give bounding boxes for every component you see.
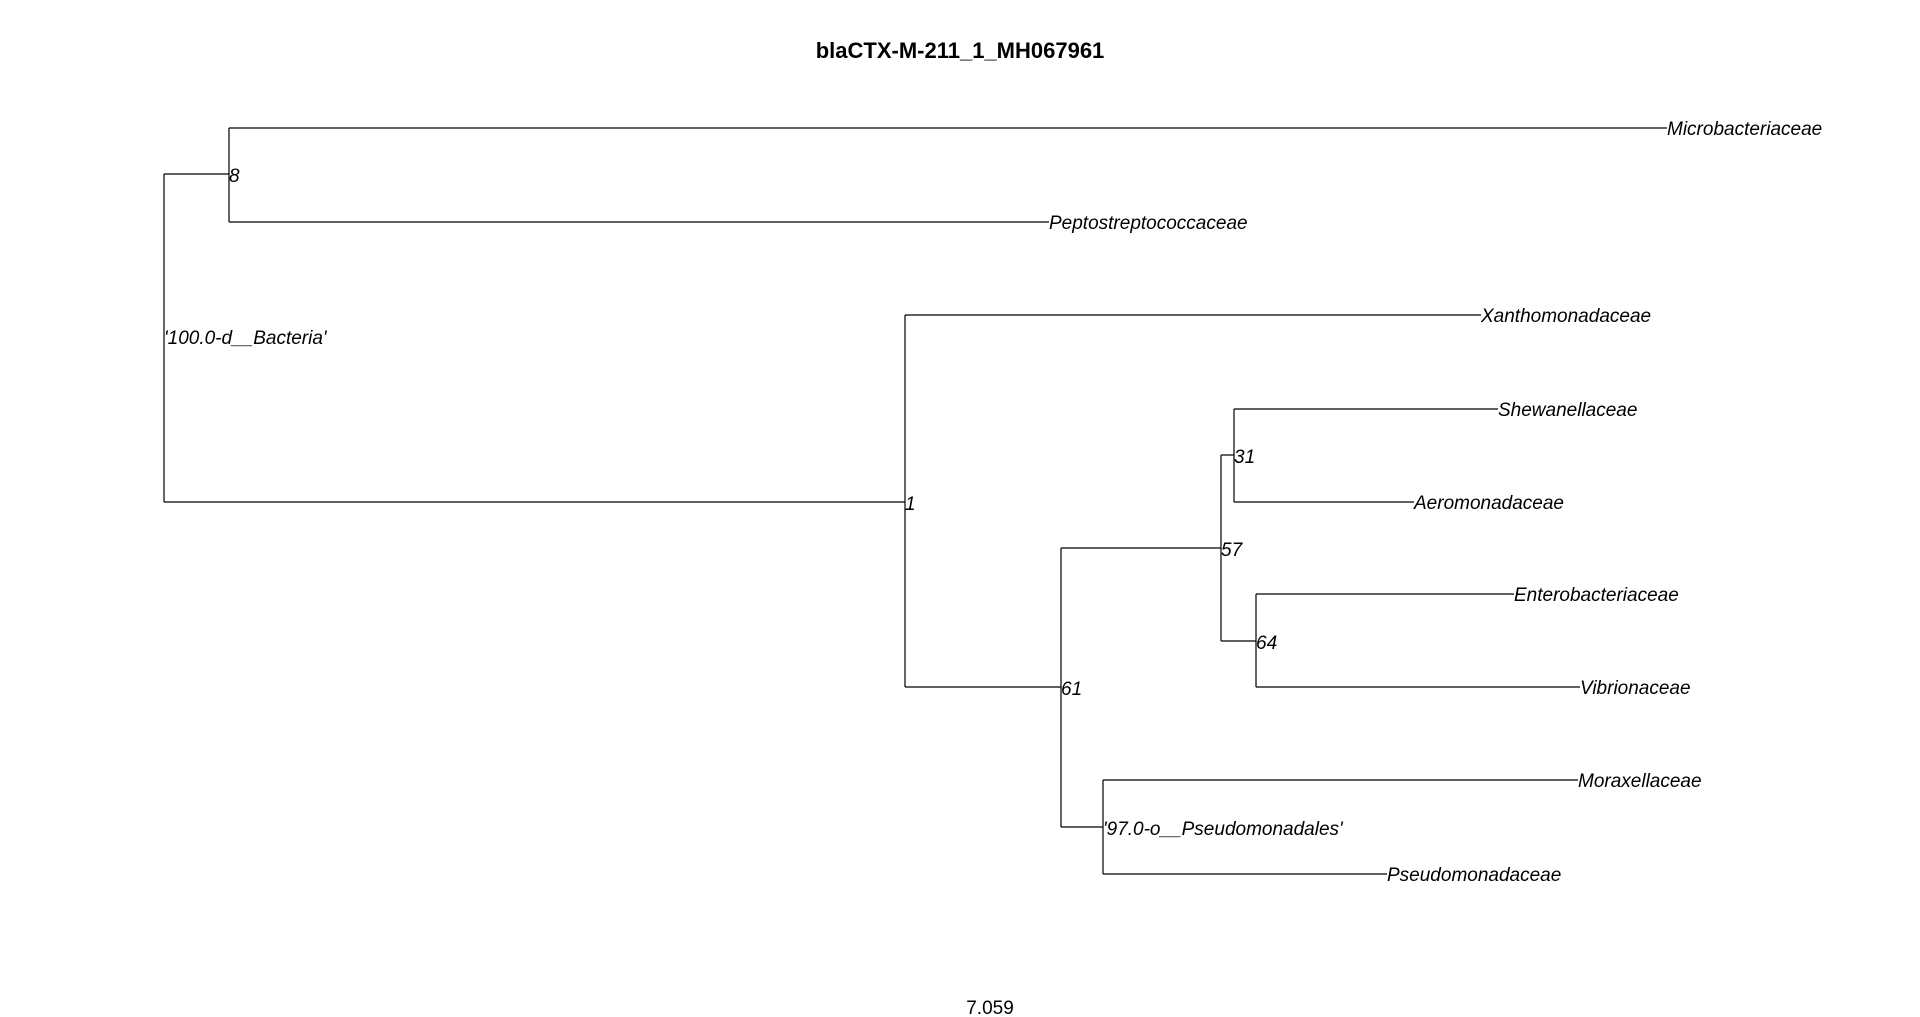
tip-label-pseudomonadaceae: Pseudomonadaceae [1387, 865, 1561, 886]
tip-label-shewanellaceae: Shewanellaceae [1498, 400, 1637, 421]
tree-title: blaCTX-M-211_1_MH067961 [816, 38, 1105, 63]
node-label-61: 61 [1061, 679, 1082, 700]
node-label-31: 31 [1234, 447, 1255, 468]
node-label-57: 57 [1221, 540, 1244, 561]
node-label-8: 8 [229, 166, 240, 187]
tree-branches [163, 127, 1667, 875]
scale-value: 7.059 [966, 998, 1014, 1017]
node-label-64: 64 [1256, 633, 1277, 654]
tip-label-enterobacteriaceae: Enterobacteriaceae [1514, 585, 1679, 606]
node-label-1: 1 [905, 494, 916, 515]
node-label-pseudomonadales: '97.0-o__Pseudomonadales' [1103, 819, 1344, 840]
tip-label-vibrionaceae: Vibrionaceae [1580, 678, 1691, 699]
tip-label-peptostreptococcaceae: Peptostreptococcaceae [1049, 213, 1248, 234]
tip-label-moraxellaceae: Moraxellaceae [1578, 771, 1702, 792]
tip-label-aeromonadaceae: Aeromonadaceae [1413, 493, 1564, 514]
tip-labels: Microbacteriaceae Peptostreptococcaceae … [1049, 119, 1822, 886]
tip-label-microbacteriaceae: Microbacteriaceae [1667, 119, 1822, 140]
node-labels: '100.0-d__Bacteria' 8 1 61 57 31 64 '97.… [164, 166, 1344, 840]
tip-label-xanthomonadaceae: Xanthomonadaceae [1480, 306, 1651, 327]
node-label-root: '100.0-d__Bacteria' [164, 328, 328, 349]
